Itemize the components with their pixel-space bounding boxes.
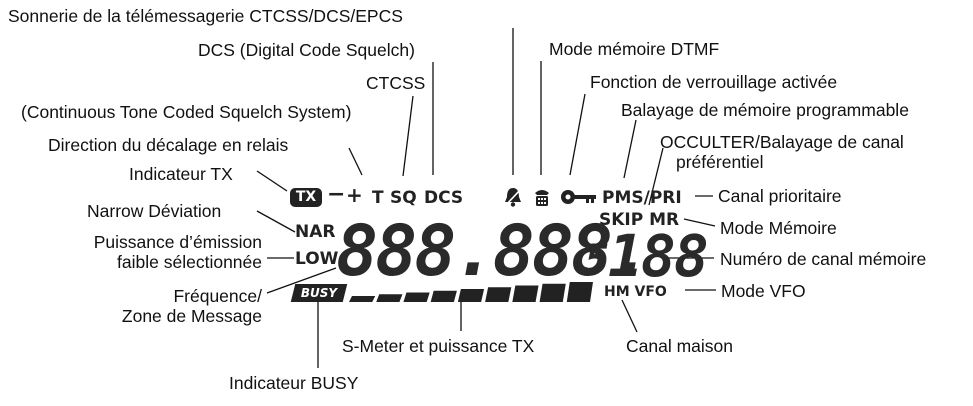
s-meter-bar (349, 282, 593, 302)
shift-plus: + (346, 183, 363, 207)
label-mode-memoire-dtmf: Mode mémoire DTMF (549, 39, 720, 59)
label-fonction-verrouillage: Fonction de verrouillage activée (590, 72, 838, 92)
label-mode-vfo: Mode VFO (721, 281, 806, 301)
tx-indicator: TX (290, 188, 322, 207)
dcs-indicator: DCS (424, 188, 464, 208)
label-indicateur-busy: Indicateur BUSY (229, 373, 359, 393)
label-balayage-memoire: Balayage de mémoire programmable (621, 100, 909, 120)
label-occulter-line1: OCCULTER/Balayage de canal (660, 132, 904, 152)
label-s-meter: S-Meter et puissance TX (342, 336, 535, 356)
label-mode-memoire: Mode Mémoire (720, 218, 837, 238)
channel-number-display: 188 (608, 222, 709, 290)
s-meter-segment (376, 294, 403, 302)
frequency-display: 888.888. (336, 210, 652, 292)
label-numero-canal: Numéro de canal mémoire (720, 249, 927, 269)
label-canal-prioritaire: Canal prioritaire (718, 186, 842, 206)
hm-vfo-indicator: HM VFO (604, 284, 667, 300)
s-meter-segment (566, 282, 593, 302)
s-meter-segment (430, 290, 457, 302)
label-direction-decalage: Direction du décalage en relais (48, 135, 289, 155)
low-indicator: LOW (295, 249, 339, 269)
shift-minus: − (327, 182, 346, 207)
bell-icon (504, 188, 522, 207)
label-indicateur-tx: Indicateur TX (129, 164, 233, 184)
s-meter-segment (539, 283, 566, 302)
key-lock-icon (561, 190, 596, 204)
label-ctcss: CTCSS (366, 73, 426, 93)
label-dcs-digital: DCS (Digital Code Squelch) (198, 40, 415, 60)
s-meter-segment (349, 296, 376, 302)
pms-pri-indicator: PMS/PRI (602, 188, 682, 208)
s-meter-segment (403, 292, 430, 302)
s-meter-segment (457, 289, 485, 302)
label-frequence-line2: Zone de Message (121, 306, 262, 326)
ctcss-t-indicator: T (372, 188, 384, 208)
s-meter-segment (512, 285, 539, 302)
label-puissance-line1: Puissance d’émission (93, 232, 262, 252)
busy-indicator: BUSY (290, 284, 348, 302)
label-canal-maison: Canal maison (626, 336, 733, 356)
sq-indicator: SQ (390, 188, 417, 208)
label-puissance-line2: faible sélectionnée (117, 252, 262, 272)
nar-indicator: NAR (295, 222, 336, 242)
label-continuous-tone: (Continuous Tone Coded Squelch System) (21, 102, 352, 122)
s-meter-segment (485, 287, 512, 302)
dtmf-memory-icon (535, 190, 549, 206)
label-narrow-deviation: Narrow Déviation (87, 201, 222, 221)
label-occulter-line2: préférentiel (676, 152, 764, 172)
label-sonnerie: Sonnerie de la télémessagerie CTCSS/DCS/… (8, 6, 403, 26)
skip-mr-indicator: SKIP MR (599, 210, 680, 230)
channel-prefix: 5 (585, 237, 610, 283)
label-frequence-line1: Fréquence/ (173, 286, 262, 306)
